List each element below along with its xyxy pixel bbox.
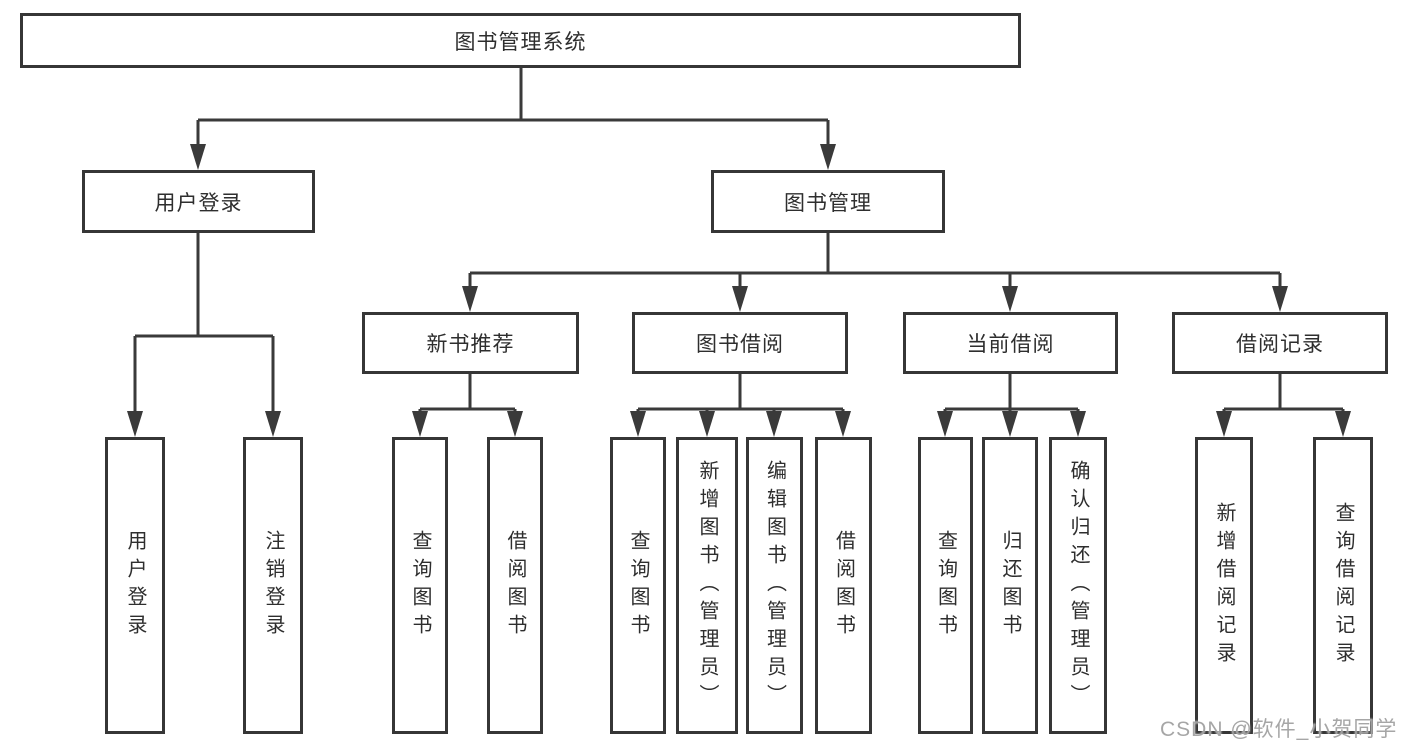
leaf-label: 确认归还（管理员）: [1067, 459, 1089, 712]
arrowheads: [127, 144, 1351, 437]
node-user-login: 用户登录: [82, 170, 315, 233]
leaf-label: 查询图书: [409, 529, 431, 642]
node-leaf-br-query-record: 查询借阅记录: [1313, 437, 1373, 734]
node-leaf-bb-borrow-book: 借阅图书: [815, 437, 872, 734]
node-leaf-cb-confirm-return: 确认归还（管理员）: [1049, 437, 1107, 734]
csdn-watermark: CSDN @软件_小贺同学: [1160, 718, 1398, 741]
leaf-label: 查询图书: [627, 529, 649, 642]
node-leaf-logout: 注销登录: [243, 437, 303, 734]
leaf-label: 归还图书: [999, 529, 1021, 642]
node-leaf-br-add-record: 新增借阅记录: [1195, 437, 1253, 734]
node-book-borrow: 图书借阅: [632, 312, 848, 374]
leaf-label: 注销登录: [262, 529, 284, 642]
leaf-label: 查询借阅记录: [1332, 501, 1354, 670]
node-leaf-cb-return-book: 归还图书: [982, 437, 1038, 734]
node-new-book-recommend: 新书推荐: [362, 312, 579, 374]
leaf-label: 借阅图书: [504, 529, 526, 642]
node-current-borrow: 当前借阅: [903, 312, 1118, 374]
node-leaf-bb-edit-book: 编辑图书（管理员）: [746, 437, 803, 734]
leaf-label: 编辑图书（管理员）: [763, 459, 786, 712]
leaf-label: 查询图书: [934, 529, 957, 642]
node-leaf-rec-query-book: 查询图书: [392, 437, 448, 734]
node-borrow-record: 借阅记录: [1172, 312, 1388, 374]
node-leaf-cb-query-book: 查询图书: [918, 437, 973, 734]
node-book-management: 图书管理: [711, 170, 945, 233]
node-leaf-rec-borrow-book: 借阅图书: [487, 437, 543, 734]
leaf-label: 用户登录: [124, 529, 146, 642]
node-root-system: 图书管理系统: [20, 13, 1021, 68]
node-leaf-bb-query-book: 查询图书: [610, 437, 666, 734]
leaf-label: 新增图书（管理员）: [696, 459, 718, 712]
node-leaf-bb-add-book: 新增图书（管理员）: [676, 437, 738, 734]
leaf-label: 新增借阅记录: [1213, 501, 1235, 670]
leaf-label: 借阅图书: [832, 529, 855, 642]
node-leaf-user-login: 用户登录: [105, 437, 165, 734]
